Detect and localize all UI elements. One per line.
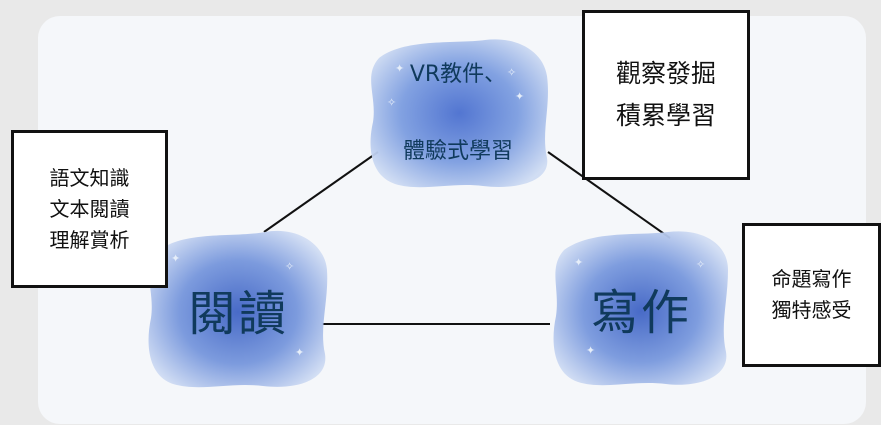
note-top-right: 觀察發掘 積累學習: [582, 10, 750, 180]
reading-node: ✦ ✧ ✦ 閱讀: [145, 226, 331, 392]
note-right-line-2: 獨特感受: [771, 298, 852, 322]
note-right: 命題寫作 獨特感受: [742, 223, 881, 367]
center-node-label: VR教件、 體驗式學習: [403, 18, 513, 211]
center-node-line-1: VR教件、: [409, 62, 507, 88]
note-top-right-line-2: 積累學習: [615, 101, 716, 130]
note-left-line-2: 文本閱讀: [49, 196, 130, 221]
connector-center-to-reading: [263, 151, 379, 233]
note-left: 語文知識 文本閱讀 理解賞析: [11, 130, 168, 288]
note-left-line-1: 語文知識: [49, 165, 130, 190]
connector-center-to-writing: [547, 151, 671, 239]
writing-node: ✦ ✧ ✦ 寫作: [550, 226, 732, 390]
center-node-line-2: 體驗式學習: [402, 139, 513, 165]
writing-node-label: 寫作: [590, 285, 691, 341]
watercolor-blob-writing: [553, 231, 728, 386]
note-top-right-line-1: 觀察發掘: [615, 58, 716, 88]
reading-node-label: 閱讀: [187, 286, 288, 342]
center-node: ✦ ✧ ✦ ✧ VR教件、 體驗式學習: [365, 36, 551, 192]
note-right-line-1: 命題寫作: [771, 267, 852, 291]
watercolor-blob-reading: [148, 230, 328, 388]
note-left-line-3: 理解賞析: [49, 227, 130, 252]
watercolor-blob-center: [370, 39, 548, 188]
